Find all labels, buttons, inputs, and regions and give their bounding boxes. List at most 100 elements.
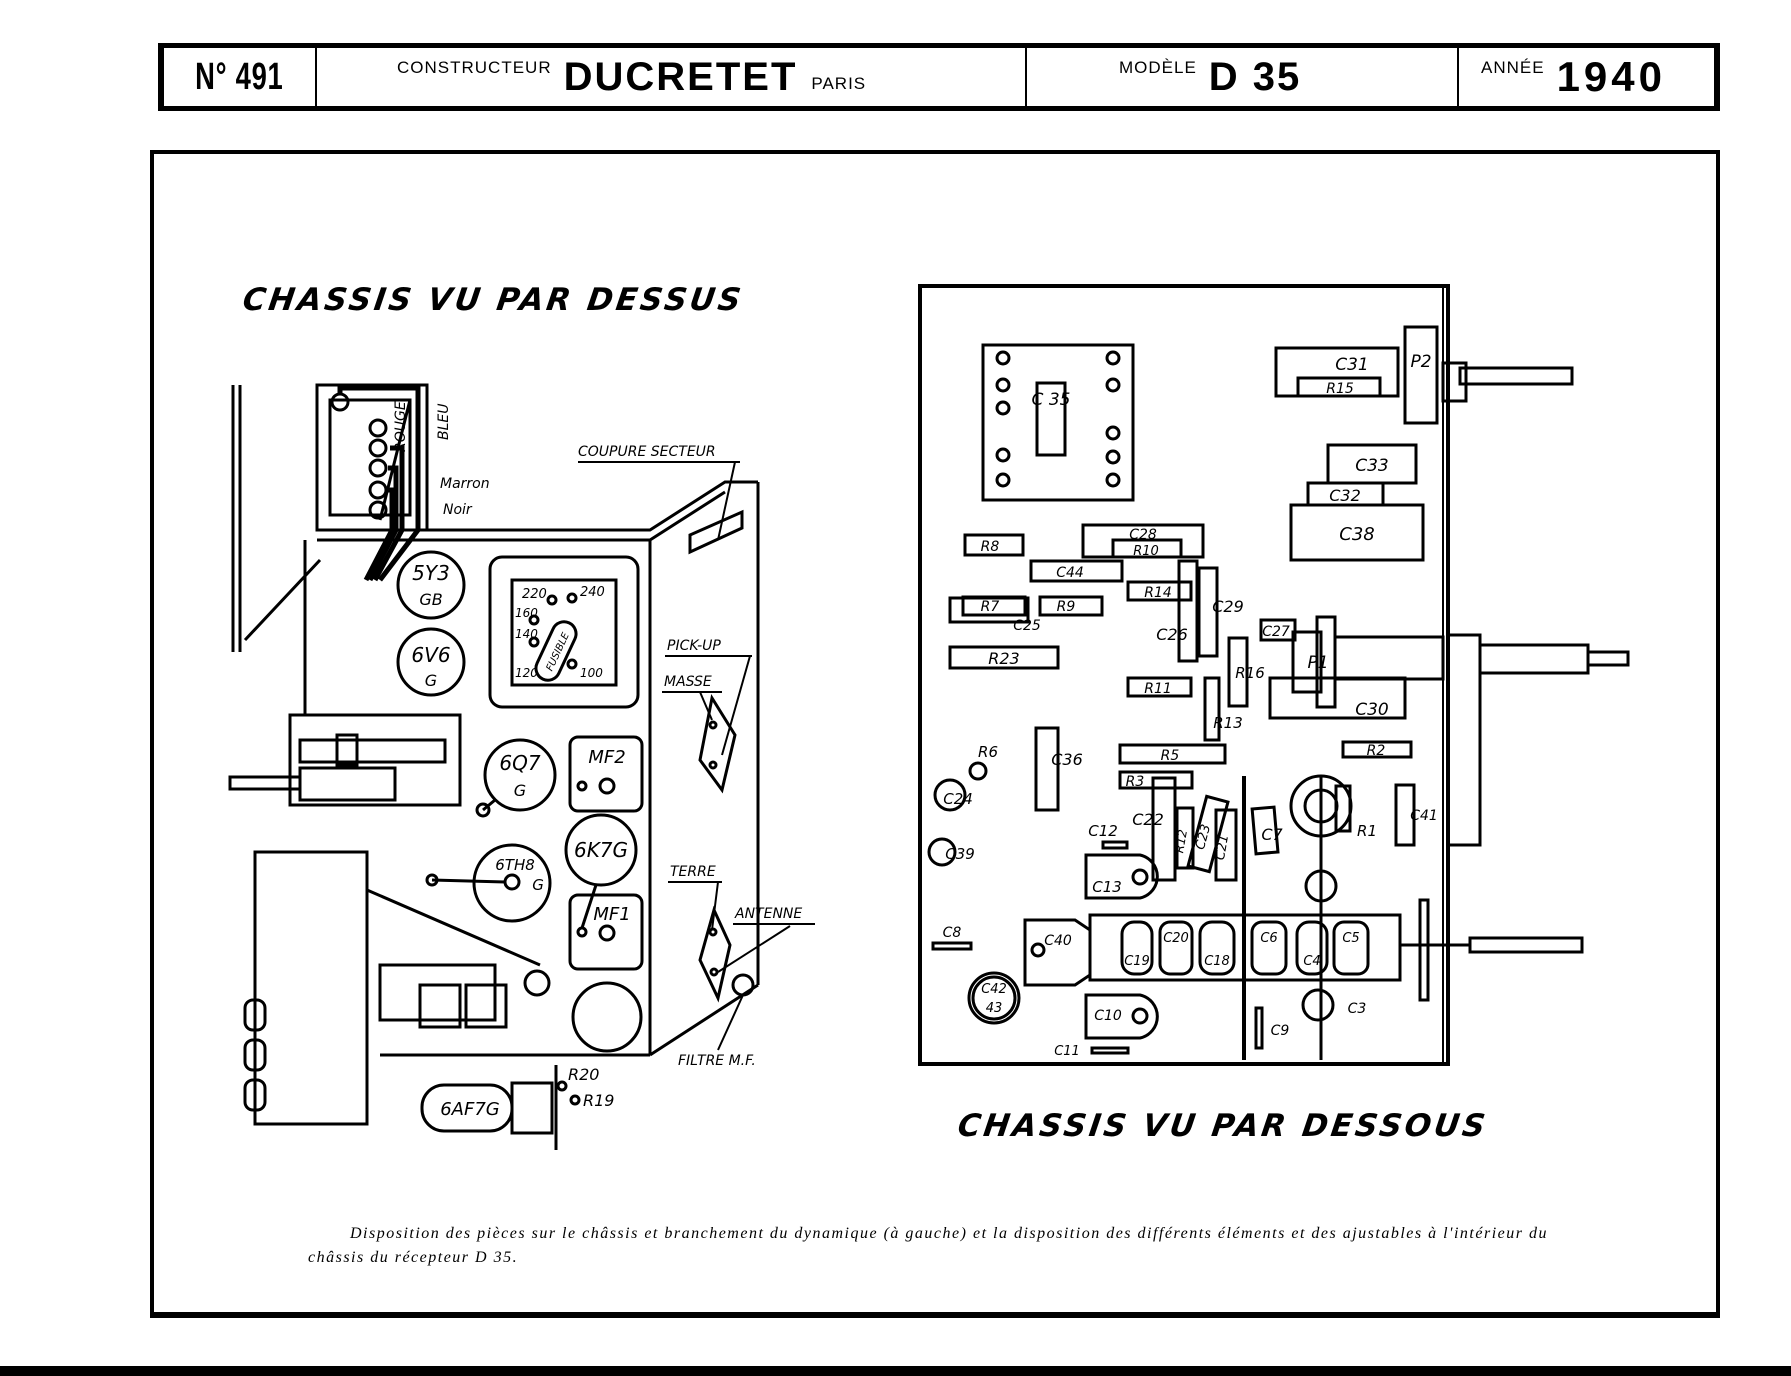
sheet-number-cell: N° 491	[164, 48, 317, 106]
svg-text:C39: C39	[945, 845, 975, 863]
svg-text:R1: R1	[1357, 822, 1377, 840]
svg-text:6AF7G: 6AF7G	[440, 1099, 500, 1120]
svg-text:R13: R13	[1213, 714, 1243, 732]
label-filtre-mf: FILTRE M.F.	[678, 1053, 756, 1069]
capacitor-c12: C12	[1088, 822, 1129, 850]
trimmer-c10: C10	[1084, 993, 1159, 1040]
year-value: 1940	[1556, 53, 1667, 100]
capacitor-c7: C7	[1250, 805, 1283, 856]
resistor-r23: R23	[948, 645, 1060, 670]
svg-text:C26: C26	[1156, 625, 1188, 644]
svg-text:C9: C9	[1271, 1023, 1290, 1039]
svg-text:R5: R5	[1161, 748, 1180, 764]
capacitor-c8: C8	[931, 925, 973, 951]
constructor-name: DUCRETET	[563, 54, 798, 99]
header-band: N° 491 CONSTRUCTEUR DUCRETET PARIS MODÈL…	[158, 43, 1720, 111]
svg-text:C32: C32	[1329, 486, 1361, 505]
svg-text:R10: R10	[1133, 544, 1159, 559]
svg-text:6V6: 6V6	[411, 643, 450, 667]
resistor-r2: R2	[1341, 740, 1413, 759]
constructor-cell: CONSTRUCTEUR DUCRETET PARIS	[317, 48, 1027, 106]
svg-text:C38: C38	[1339, 524, 1374, 545]
svg-text:C42: C42	[981, 982, 1007, 997]
speaker-wires	[337, 385, 421, 582]
left-chassis-diagram: ROUGE BLEU Marron Noir COUPURE SECTEUR 5…	[228, 383, 815, 1150]
svg-text:5Y3: 5Y3	[412, 561, 450, 585]
svg-text:6TH8: 6TH8	[495, 856, 535, 874]
svg-text:C24: C24	[943, 790, 973, 808]
svg-text:R15: R15	[1326, 381, 1354, 397]
label-pickup: PICK-UP	[667, 638, 721, 654]
svg-text:MF1: MF1	[593, 904, 630, 925]
svg-text:C3: C3	[1348, 1001, 1367, 1017]
svg-text:6K7G: 6K7G	[574, 838, 628, 862]
figure-caption: Disposition des pièces sur le châssis et…	[308, 1225, 1548, 1266]
svg-text:R11: R11	[1144, 681, 1172, 697]
svg-text:C11: C11	[1054, 1044, 1080, 1059]
resistor-r8: R8	[963, 533, 1025, 557]
tube-5y3: 5Y3 GB	[396, 550, 466, 620]
page-bottom-edge	[0, 1366, 1791, 1376]
svg-text:220: 220	[522, 587, 547, 602]
tube-6k7g: 6K7G	[564, 813, 638, 887]
svg-text:C27: C27	[1262, 624, 1290, 640]
wire-label-noir: Noir	[443, 502, 473, 518]
svg-text:C5: C5	[1342, 931, 1359, 946]
capacitor-c24-r6: R6 C24	[933, 743, 998, 812]
tuning-capacitor	[243, 850, 551, 1126]
label-c35: C 35	[1032, 390, 1071, 410]
potentiometer-p1: C27 P1 C30	[1259, 615, 1630, 847]
svg-text:C31: C31	[1335, 355, 1369, 375]
tube-6v6: 6V6 G	[396, 627, 466, 697]
svg-text:C20: C20	[1163, 931, 1189, 946]
svg-text:P1: P1	[1307, 653, 1328, 673]
svg-text:MF2: MF2	[588, 747, 625, 768]
model-cell: MODÈLE D 35	[1027, 48, 1459, 106]
svg-text:C8: C8	[943, 925, 962, 941]
svg-text:C23: C23	[1193, 823, 1214, 852]
svg-text:100: 100	[580, 666, 603, 680]
svg-text:C29: C29	[1212, 597, 1244, 616]
svg-text:C10: C10	[1094, 1008, 1122, 1024]
svg-text:R9: R9	[1057, 599, 1076, 615]
chassis-body	[303, 480, 760, 1057]
svg-text:240: 240	[580, 585, 605, 600]
svg-text:C12: C12	[1088, 822, 1118, 840]
year-label: ANNÉE	[1481, 58, 1545, 77]
wave-switch	[228, 713, 462, 807]
svg-text:C30: C30	[1355, 700, 1389, 720]
label-coupure-secteur: COUPURE SECTEUR	[578, 444, 716, 460]
svg-text:C13: C13	[1092, 878, 1122, 896]
capacitor-c36: C36	[1034, 726, 1083, 812]
svg-text:R2: R2	[1367, 743, 1386, 759]
svg-text:R23: R23	[988, 649, 1019, 668]
diagram-frame	[150, 150, 1720, 1318]
resistor-r11: R11	[1126, 676, 1193, 698]
tube-socket-empty	[571, 981, 643, 1053]
component-c33-c32-c38: C33 C32 C38	[1289, 443, 1425, 562]
resistor-r5: R5	[1118, 743, 1227, 765]
svg-text:C28: C28	[1129, 527, 1157, 543]
svg-text:C18: C18	[1204, 954, 1230, 969]
svg-text:G: G	[514, 781, 526, 800]
svg-text:C25: C25	[1013, 618, 1041, 634]
svg-text:GB: GB	[419, 590, 442, 609]
component-c28-r10: C28 R10	[1081, 523, 1205, 559]
trimmer-c13: C13	[1084, 853, 1159, 900]
year-cell: ANNÉE 1940	[1459, 48, 1714, 106]
svg-text:P2: P2	[1410, 352, 1431, 372]
svg-text:R14: R14	[1144, 585, 1172, 601]
svg-text:R16: R16	[1235, 664, 1265, 682]
label-masse: MASSE	[664, 674, 712, 690]
svg-text:C7: C7	[1261, 825, 1283, 844]
wire-label-marron: Marron	[440, 476, 490, 492]
capacitor-c9: C9	[1254, 1006, 1290, 1050]
tube-6th8: 6TH8 G	[425, 843, 552, 923]
svg-text:C33: C33	[1355, 456, 1389, 476]
resistor-r3: R3	[1118, 770, 1194, 790]
label-r19: R19	[583, 1091, 614, 1110]
svg-text:C36: C36	[1051, 750, 1083, 769]
trimmer-bank: C19 C20 C18 C6 C4 C5 C3	[1088, 898, 1584, 1017]
svg-text:R3: R3	[1126, 774, 1145, 790]
terminal-strip: C 35	[981, 343, 1135, 502]
